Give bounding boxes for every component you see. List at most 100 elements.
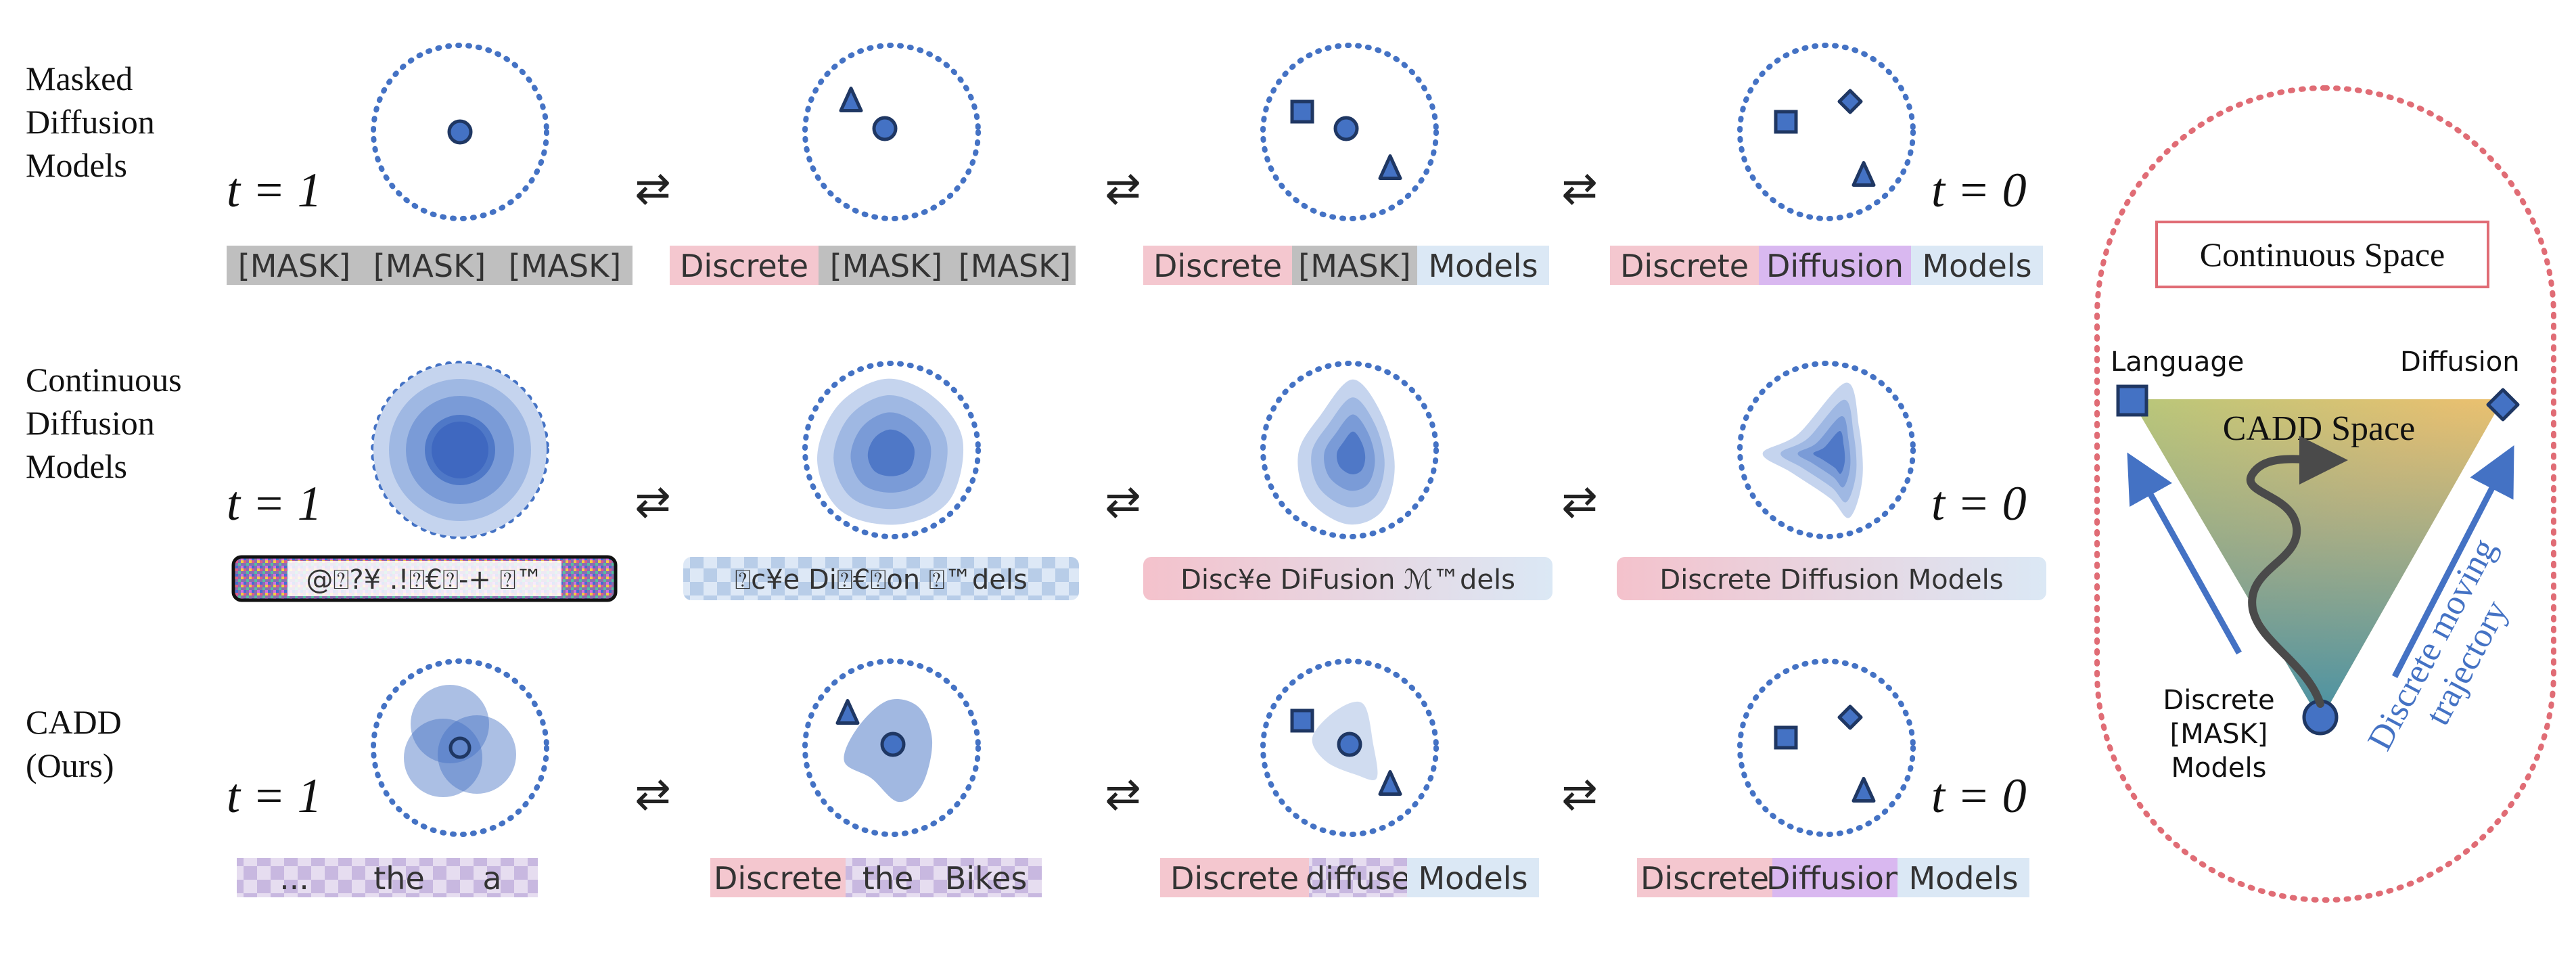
bidirectional-arrow: ⇄ xyxy=(1105,769,1141,819)
token-text: Discrete xyxy=(680,248,808,284)
dotted-circle xyxy=(371,43,549,221)
dotted-circle xyxy=(371,658,549,837)
token-text: Models xyxy=(1428,248,1538,284)
dotted-circle xyxy=(802,361,981,539)
circle-shape xyxy=(447,119,473,145)
token-check xyxy=(930,858,1042,897)
left-arrow xyxy=(2127,452,2242,655)
triangle-shape xyxy=(839,87,863,112)
square-shape xyxy=(1290,99,1314,124)
circle-shape xyxy=(872,116,898,141)
bidirectional-arrow: ⇄ xyxy=(1561,477,1598,527)
row-3-circles xyxy=(371,658,1916,837)
dotted-circle xyxy=(1260,361,1439,539)
trajectory-path xyxy=(2247,435,2348,708)
token-text: diffuse xyxy=(1306,860,1410,897)
token-check xyxy=(446,858,538,897)
dotted-circle xyxy=(1737,658,1916,837)
token-check xyxy=(846,858,930,897)
token-text: Discrete xyxy=(1153,248,1282,284)
token-blue xyxy=(1911,246,2043,285)
token-blue xyxy=(1407,858,1539,897)
token-pink xyxy=(1610,246,1759,285)
row-label-line: Models xyxy=(26,447,127,485)
row-label-line: Diffusion xyxy=(26,404,155,442)
row-2-circles xyxy=(371,361,1916,539)
token-text: Diffusion xyxy=(1766,860,1904,897)
diffusion-label: Diffusion xyxy=(2400,346,2520,378)
token-blue xyxy=(1898,858,2029,897)
circle-shape xyxy=(448,736,472,759)
density-lobe xyxy=(404,719,482,797)
square-shape xyxy=(1774,725,1798,750)
discrete-mask-label: Models xyxy=(2171,752,2267,784)
token-blue xyxy=(1417,246,1549,285)
row-1-circles xyxy=(371,43,1916,221)
dotted-circle xyxy=(1260,43,1439,221)
token-text: Bikes xyxy=(945,860,1028,897)
circle-shape xyxy=(1337,732,1362,757)
token-text: [MASK] xyxy=(959,248,1071,284)
dotted-circle xyxy=(1737,361,1916,539)
token-text: [MASK] xyxy=(238,248,350,284)
token-pink xyxy=(1143,246,1292,285)
bidirectional-arrow: ⇄ xyxy=(1561,769,1598,819)
row-label-line: Masked xyxy=(26,60,133,97)
circle-shape xyxy=(880,732,906,757)
t-start-label: t = 1 xyxy=(227,163,322,217)
noisy-text-bar xyxy=(1617,557,2046,600)
panel-border xyxy=(2094,85,2556,903)
noisy-text-bar xyxy=(683,557,1079,600)
diamond-shape xyxy=(1837,704,1863,730)
dotted-circle xyxy=(1737,43,1916,221)
row-label-line: Continuous xyxy=(26,361,182,399)
t-start-label: t = 1 xyxy=(227,769,322,823)
t-end-label: t = 0 xyxy=(1931,476,2027,531)
token-mask xyxy=(497,246,632,285)
token-text: Discrete xyxy=(714,860,842,897)
token-text: the xyxy=(373,860,425,897)
token-mask xyxy=(227,246,362,285)
token-pink xyxy=(1637,858,1772,897)
t-end-label: t = 0 xyxy=(1931,163,2027,217)
token-pink xyxy=(1160,858,1309,897)
diffusion-diamond xyxy=(2486,388,2520,422)
language-label: Language xyxy=(2111,346,2244,378)
density-contour xyxy=(867,429,915,476)
row-label-line: Diffusion xyxy=(26,103,155,141)
token-text: ... xyxy=(279,860,309,897)
token-mask xyxy=(954,246,1076,285)
noisy-text: Disc¥e DiFusion ℳ™dels xyxy=(1180,564,1515,595)
token-text: Discrete xyxy=(1170,860,1299,897)
token-text: Models xyxy=(1908,860,2018,897)
density-contour xyxy=(1336,431,1366,475)
density-lobe xyxy=(438,715,516,794)
bidirectional-arrow: ⇄ xyxy=(635,164,671,214)
cadd-triangle-shade xyxy=(2131,399,2503,721)
token-text: Discrete xyxy=(1640,860,1769,897)
token-text: Models xyxy=(1418,860,1527,897)
density-contour xyxy=(1813,430,1845,474)
square-shape xyxy=(1290,709,1314,733)
token-text: Discrete xyxy=(1620,248,1749,284)
token-text: [MASK] xyxy=(373,248,486,284)
density-core xyxy=(432,422,488,478)
token-text: Models xyxy=(1922,248,2031,284)
token-pink xyxy=(710,858,846,897)
token-check xyxy=(237,858,352,897)
token-mask xyxy=(819,246,954,285)
token-text: [MASK] xyxy=(1298,248,1410,284)
right-arrow xyxy=(2392,445,2514,679)
token-text: a xyxy=(482,860,501,897)
token-pink xyxy=(670,246,819,285)
token-check xyxy=(1309,858,1407,897)
noisy-text-inner xyxy=(288,561,561,596)
panel-title: Continuous Space xyxy=(2200,235,2445,273)
token-text: Diffusion xyxy=(1766,248,1904,284)
